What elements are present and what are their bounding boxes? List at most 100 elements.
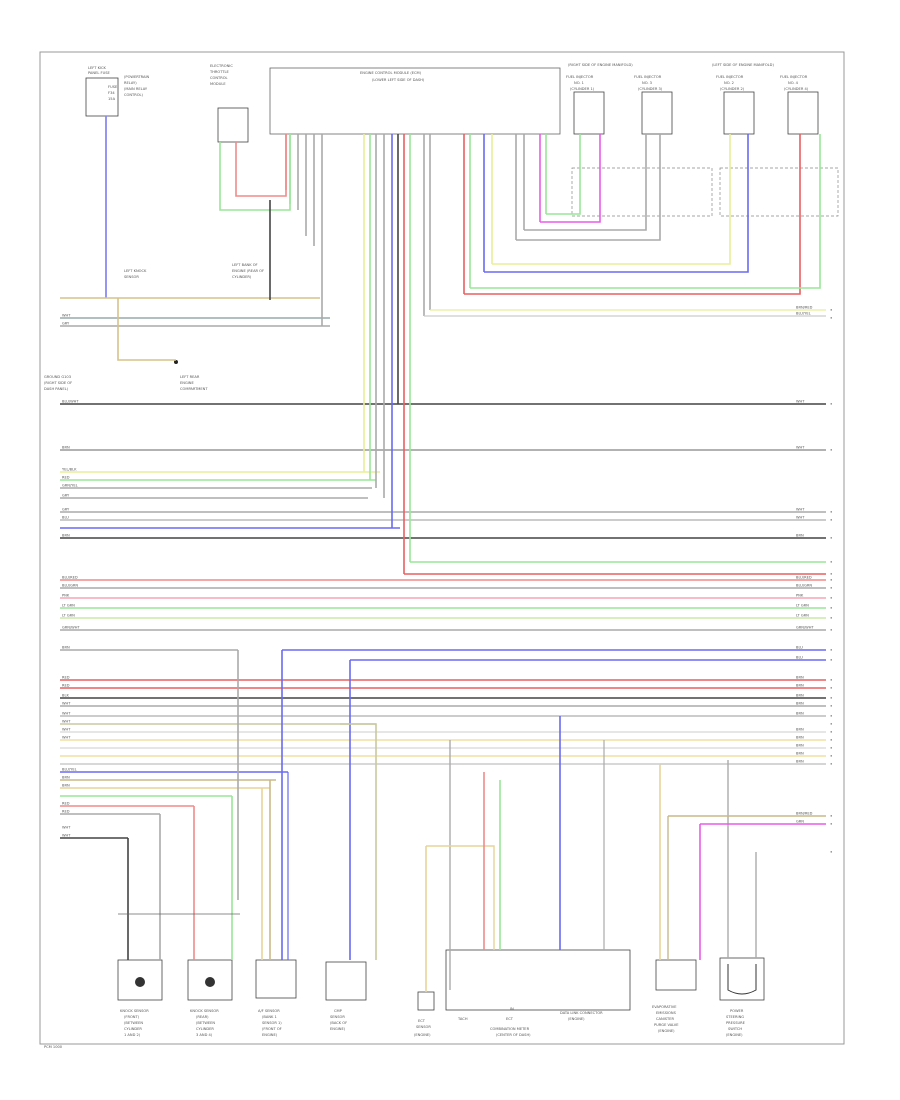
- pin-marker: •: [830, 738, 832, 743]
- diagram-frame: [39, 51, 845, 1045]
- evap-l5: (ENGINE): [658, 1029, 675, 1033]
- evap-purge-valve: [655, 959, 697, 991]
- pin-marker: •: [830, 648, 832, 653]
- af-l3: SENSOR 1): [262, 1021, 282, 1025]
- ps-l2: STEERING: [726, 1015, 744, 1019]
- af-l2: (BANK 1: [262, 1015, 277, 1019]
- pin-marker: •: [830, 658, 832, 663]
- lower-right-label: BRN: [796, 702, 804, 706]
- throttle-wire: [235, 134, 287, 197]
- pin-marker: •: [830, 510, 832, 515]
- evap-l2: EMISSIONS: [656, 1011, 677, 1015]
- bottom-label-ect: ECT SENSOR (ENGINE): [414, 1019, 431, 1037]
- ps-l3: PRESSURE: [726, 1021, 746, 1025]
- inj-4-line-3: (CYLINDER 4): [784, 87, 809, 91]
- inj-1-line-1: FUEL INJECTOR: [566, 75, 594, 79]
- knock-rear-l5: 3 AND 4): [196, 1033, 213, 1037]
- knock-rear-l4: CYLINDER: [196, 1027, 214, 1031]
- pin-marker: •: [830, 572, 832, 577]
- inner-meter-labels: TACH IN DATA LINK CONNECTOR (ENGINE) ECT: [457, 1007, 603, 1021]
- bus-left-label: LT GRN: [62, 604, 75, 608]
- fuse-block-box: [85, 77, 119, 117]
- ect-l2: SENSOR: [416, 1025, 431, 1029]
- right-wire-label: BRN: [796, 534, 804, 538]
- right-wire-label: WHT: [796, 508, 805, 512]
- pin-marker: •: [830, 448, 832, 453]
- ps-l5: (ENGINE): [726, 1033, 743, 1037]
- lower-left-label: BRN: [62, 784, 70, 788]
- bottom-label-cmp: CMP SENSOR (BACK OF ENGINE): [330, 1009, 347, 1031]
- fuse-block-side-2: RELAY): [124, 81, 137, 85]
- injector-wire: [540, 134, 601, 223]
- splice-label-3: COMPARTMENT: [180, 387, 208, 391]
- injector-3: FUEL INJECTOR NO. 2 (CYLINDER 2): [716, 75, 755, 135]
- lower-left-label: RED: [62, 802, 70, 806]
- bottom-label-af-sensor: A/F SENSOR (BANK 1 SENSOR 1) (FRONT OF E…: [258, 1009, 282, 1037]
- left-knock-label-2: SENSOR: [124, 275, 139, 279]
- sensor-wire: [340, 723, 377, 960]
- af-l1: A/F SENSOR: [258, 1009, 280, 1013]
- lower-left-label: BLU/YEL: [62, 768, 77, 772]
- pin-marker: •: [830, 754, 832, 759]
- inner-dlc: DATA LINK CONNECTOR: [560, 1011, 603, 1015]
- knock-front-l3: (BETWEEN: [124, 1021, 143, 1025]
- fuse-block-title-1: LEFT KICK: [88, 66, 107, 70]
- splice-label-1: LEFT REAR: [180, 375, 200, 379]
- lower-left-label: WHT: [62, 702, 71, 706]
- throttle-label-1: ELECTRONIC: [210, 64, 233, 68]
- lower-right-label: BRN: [796, 752, 804, 756]
- lower-left-label: WHT: [62, 826, 71, 830]
- cmp-l3: (BACK OF: [330, 1021, 347, 1025]
- inner-ect: ECT: [506, 1017, 514, 1021]
- injector-wire: [516, 134, 661, 241]
- bottom-label-knock-rear: KNOCK SENSOR (REAR) (BETWEEN CYLINDER 3 …: [190, 1009, 219, 1037]
- pin-marker: •: [830, 578, 832, 583]
- lower-right-label: GRN: [796, 820, 804, 824]
- pin-marker: •: [830, 730, 832, 735]
- inj-3-line-3: (CYLINDER 2): [720, 87, 745, 91]
- bottom-label-combination-meter: COMBINATION METER (CENTER OF DASH): [490, 1027, 531, 1037]
- fuse-block-sub-1: FUSE: [108, 85, 118, 89]
- injector-splice-box-1: [571, 167, 713, 217]
- lower-left-label: WHT: [62, 834, 71, 838]
- pin-marker: •: [830, 722, 832, 727]
- throttle-control-box: [217, 107, 249, 143]
- bus-right-label: BLU/GRN: [796, 584, 812, 588]
- pin-marker: •: [830, 678, 832, 683]
- cmp-l1: CMP: [334, 1009, 343, 1013]
- left-wire-label: BRN: [62, 446, 70, 450]
- lower-right-label: BRN: [796, 728, 804, 732]
- lower-left-label: RED: [62, 684, 70, 688]
- meter-l2: (CENTER OF DASH): [496, 1033, 531, 1037]
- ps-l4: SWITCH: [728, 1027, 742, 1031]
- inj-1-line-3: (CYLINDER 1): [570, 87, 595, 91]
- lower-right-label: BRN: [796, 676, 804, 680]
- knock-front-l2: (FRONT): [124, 1015, 140, 1019]
- throttle-label-3: CONTROL: [210, 76, 228, 80]
- splice-label-2: ENGINE: [180, 381, 194, 385]
- lower-right-label: BRN/RED: [796, 812, 813, 816]
- page-code: PCM 1000: [44, 1045, 63, 1049]
- inner-engine: (ENGINE): [568, 1017, 585, 1021]
- throttle-label-4: MODULE: [210, 82, 226, 86]
- evap-l4: PURGE VALVE: [654, 1023, 679, 1027]
- right-wire-label: BLU/YEL: [796, 312, 811, 316]
- pin-marker: •: [830, 606, 832, 611]
- bottom-label-evap: EVAPORATIVE EMISSIONS CANISTER PURGE VAL…: [652, 1005, 679, 1033]
- inj-4-line-2: NO. 4: [788, 81, 799, 85]
- inj-4-line-1: FUEL INJECTOR: [780, 75, 808, 79]
- throttle-wire: [219, 134, 291, 211]
- pin-marker: •: [830, 316, 832, 321]
- pin-marker: •: [830, 308, 832, 313]
- pin-marker: •: [830, 822, 832, 827]
- knock-rear-l2: (REAR): [196, 1015, 209, 1019]
- rear-bank-label-1: LEFT BANK OF: [232, 263, 258, 267]
- right-wire-label: WHT: [796, 516, 805, 520]
- injector-wire: [464, 134, 801, 295]
- left-wire-label: GRY: [62, 508, 70, 512]
- inj-3-line-1: FUEL INJECTOR: [716, 75, 744, 79]
- knock-sensor-rear: [187, 959, 233, 1001]
- pin-marker: •: [830, 704, 832, 709]
- pin-marker: •: [830, 536, 832, 541]
